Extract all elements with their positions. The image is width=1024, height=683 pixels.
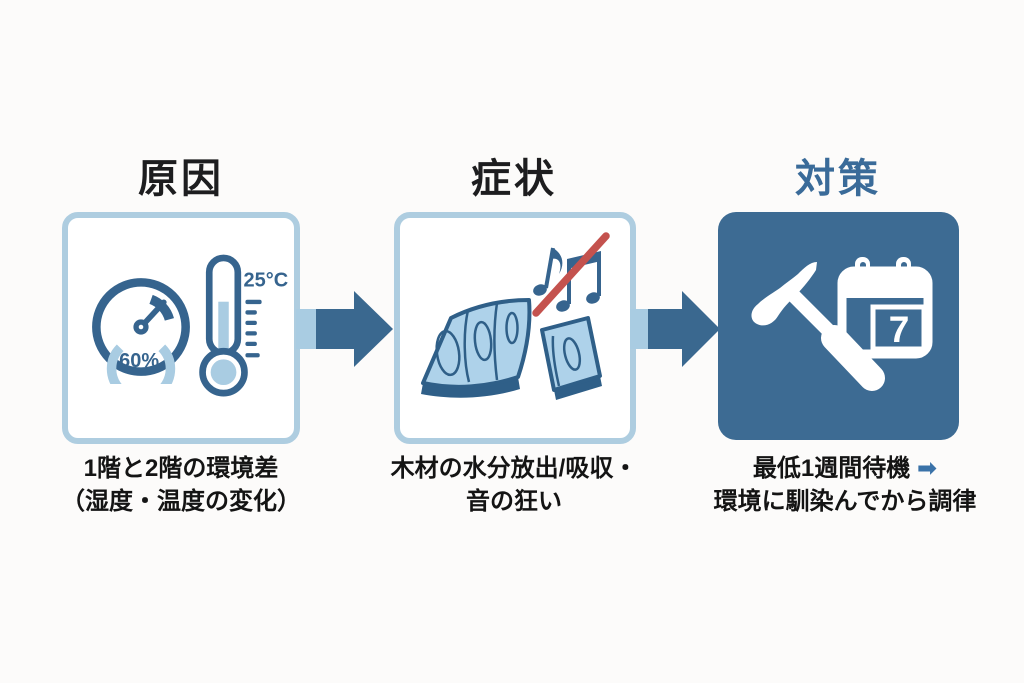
countermeasure-icons: 7 [751,257,933,391]
gauge-hub-dot [138,324,144,330]
arrow-head [682,291,720,367]
thermometer-tick [245,341,257,346]
arrow-body [316,309,356,349]
cause-panel: 60% 25°C [62,212,300,444]
wood-grain-knot [473,320,493,362]
symptom-caption-line2: 音の狂い [466,488,562,515]
humidity-gauge-icon: 60% [92,278,190,384]
caption-arrow-icon: ➡ [916,455,938,482]
column-title-cause: 原因 [138,157,224,201]
thermometer-tick [245,310,257,315]
humidity-value: 60% [119,350,159,372]
cause-caption-line2: （湿度・温度の変化） [61,488,301,515]
column-title-countermeasure: 対策 [795,157,881,201]
thermometer-tick [245,299,262,305]
countermeasure-caption-line1: 最低1週間待機 ➡ [665,452,1024,485]
arrow-stub [630,309,652,349]
gauge-scale-arc [106,344,176,384]
wood-grain-line [463,309,471,383]
flow-arrow-icon [630,291,720,367]
small-plank-face [540,316,602,392]
note-flag [551,248,563,274]
flow-arrow-icon [296,291,393,367]
thermometer-tick [245,331,257,336]
wood-grain-knot [562,337,582,371]
arrow-body [648,309,684,349]
calendar-icon: 7 [837,257,933,359]
countermeasure-panel: 7 [718,212,959,440]
wood-grain-line [551,335,561,387]
symptom-panel [394,212,636,444]
countermeasure-caption: 最低1週間待機 ➡ 環境に馴染んでから調律 [665,452,1024,518]
wood-grain-knot [505,311,519,345]
thermometer-bulb-fill [210,359,237,386]
muted-music-notes-icon [532,232,610,317]
symptom-caption: 木材の水分放出/吸収・ 音の狂い [334,452,694,518]
small-plank-edge [554,376,602,400]
warped-wood-planks-icon [421,232,610,400]
calendar-day-frame [870,304,927,352]
hammer-head [751,262,817,326]
calendar-day-number: 7 [889,309,910,350]
temperature-value: 25°C [244,269,289,291]
wood-grain-line [493,302,499,381]
mute-slash [532,232,610,317]
cause-caption: 1階と2階の環境差 （湿度・温度の変化） [1,452,361,518]
column-title-symptom: 症状 [471,157,557,201]
thermometer-mercury [218,301,229,359]
note-head [556,300,570,312]
thermometer-tick [245,353,260,358]
note-head [586,292,600,304]
thermometer-tick [245,320,257,326]
symptom-caption-line1: 木材の水分放出/吸収・ [390,455,638,482]
arrow-head [354,291,393,367]
countermeasure-caption-line2: 環境に馴染んでから調律 [713,488,977,515]
thermometer-icon: 25°C [199,254,289,397]
cause-caption-line1: 1階と2階の環境差 [83,455,279,482]
wood-grain-knot [435,329,461,377]
note-head [533,284,547,296]
countermeasure-caption-text: 最低1週間待機 [752,455,911,482]
calendar-header [842,271,928,298]
